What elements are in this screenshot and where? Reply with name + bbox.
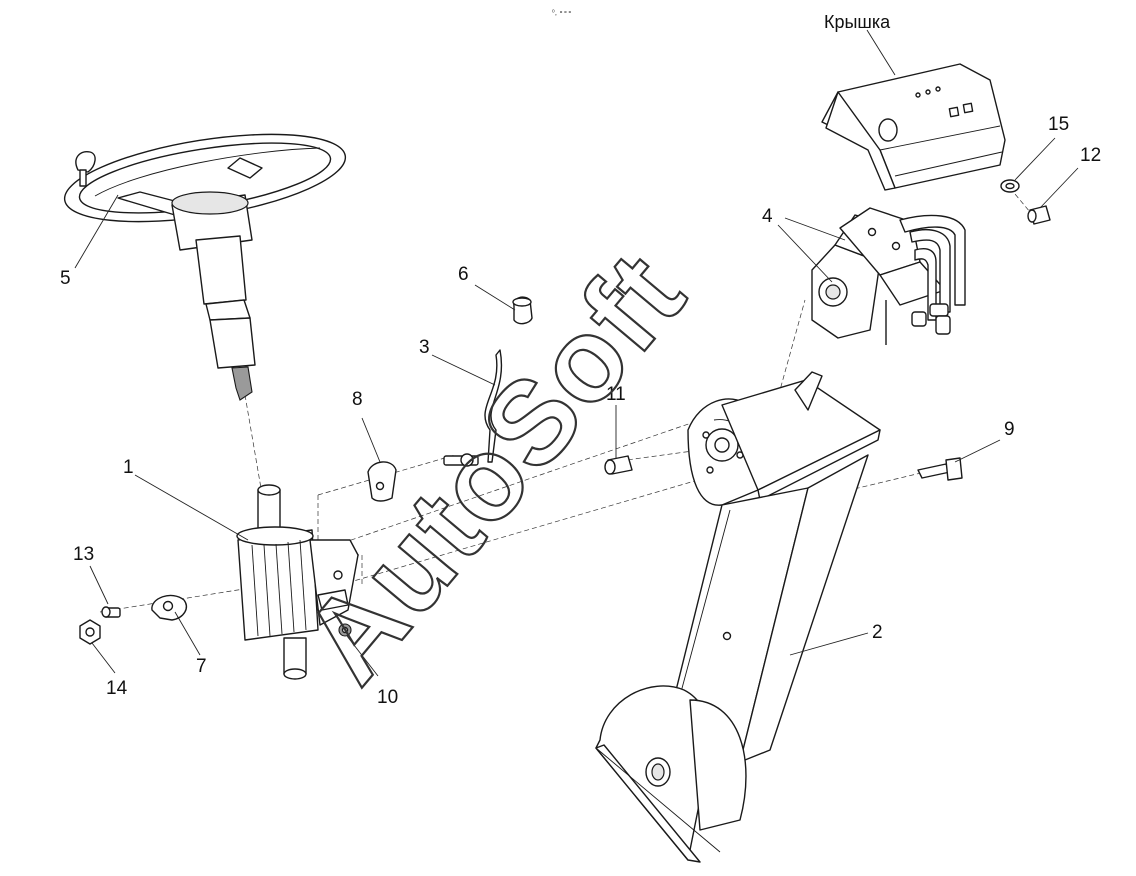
callout-12: 12 xyxy=(1080,145,1101,166)
callout-9: 9 xyxy=(1004,419,1015,440)
callout-3: 3 xyxy=(419,337,430,358)
leader-lines xyxy=(74,29,1079,677)
bolt-13 xyxy=(101,606,121,618)
column-housing xyxy=(236,484,359,680)
callout-4: 4 xyxy=(762,206,773,227)
segment xyxy=(367,461,397,502)
cover xyxy=(821,63,1006,191)
nut-10 xyxy=(338,623,352,637)
watermark: AutoSoft xyxy=(279,228,711,707)
callout-6: 6 xyxy=(458,264,469,285)
plate-7 xyxy=(151,594,188,621)
callout-13: 13 xyxy=(73,544,94,565)
nut-14 xyxy=(79,619,101,645)
bracket xyxy=(595,371,881,863)
hydraulic-unit xyxy=(811,207,966,345)
washer-15 xyxy=(1000,179,1020,193)
bolt-12 xyxy=(1027,205,1051,225)
label-cover: Крышка xyxy=(824,12,891,32)
callout-10: 10 xyxy=(377,687,398,708)
callout-8: 8 xyxy=(352,389,363,410)
callout-5: 5 xyxy=(60,268,71,289)
callout-14: 14 xyxy=(106,678,128,699)
callout-15: 15 xyxy=(1048,114,1069,135)
callout-2: 2 xyxy=(872,622,883,643)
header-mark: ᵒ˳ ∘∘∘ xyxy=(552,9,572,16)
lever xyxy=(443,349,503,467)
callout-1: 1 xyxy=(123,457,134,478)
bolt-11 xyxy=(604,455,633,475)
callout-7: 7 xyxy=(196,656,207,677)
callout-11: 11 xyxy=(606,384,626,405)
bolt-9 xyxy=(917,457,963,481)
steering-wheel xyxy=(63,133,347,401)
knob xyxy=(512,296,533,325)
